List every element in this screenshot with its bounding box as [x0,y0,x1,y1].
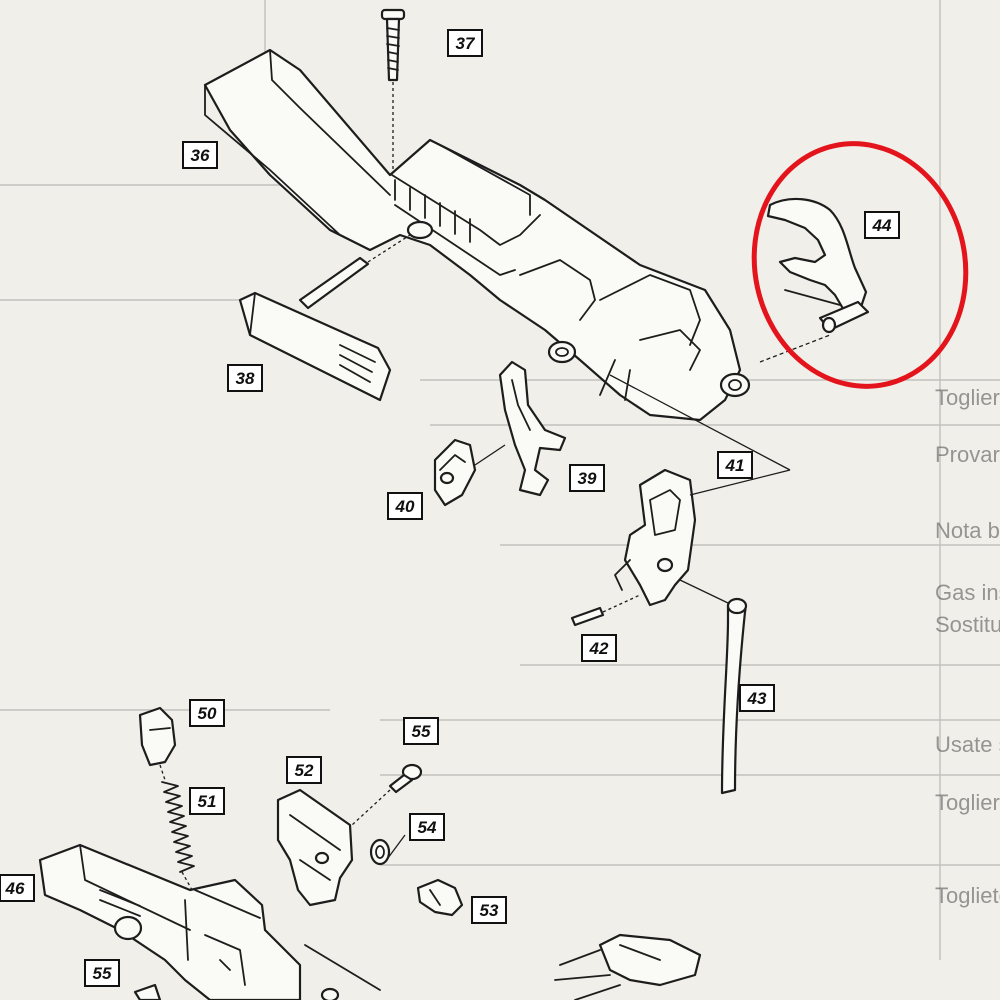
background-page: Toglierlo Provare bollente di sangue cal… [0,0,1000,960]
part-37-screw [380,8,406,180]
svg-text:55: 55 [93,964,112,983]
label-55-lower: 55 [84,959,120,987]
part-50-block [138,706,177,781]
label-55-upper: 55 [403,717,439,745]
part-46-lower-frame [38,843,381,1000]
label-39: 39 [569,464,605,492]
part-39-trigger-bar [498,360,567,497]
svg-text:54: 54 [418,818,437,837]
part-55-screw-upper [351,763,423,826]
bg-text-7: Toglierle gli agenti esterni dall'arma [935,790,1000,815]
part-52-plate [276,788,354,907]
part-43-spring-rod [679,579,748,795]
part-44-hook [766,197,870,334]
label-46: 46 [0,874,35,902]
svg-text:41: 41 [725,456,745,475]
label-36: 36 [182,141,218,169]
svg-text:52: 52 [295,761,314,780]
label-41: 41 [717,451,753,479]
part-41-hammer [609,374,791,607]
bg-text-8: Toglietele Toglietele le parti [935,883,1000,908]
svg-text:53: 53 [480,901,499,920]
svg-text:36: 36 [191,146,210,165]
bg-text-1: Toglierlo [935,385,1000,410]
bg-text-3: Nota bene: non reattivi fino a esaurimen… [935,518,1000,543]
svg-text:51: 51 [198,792,217,811]
label-38: 38 [227,364,263,392]
part-38-lever [238,234,411,402]
part-36-frame [203,48,831,422]
label-43: 43 [739,684,775,712]
part-40-catch [433,438,506,507]
highlight-ellipse [751,141,969,389]
svg-text:44: 44 [872,216,892,235]
svg-text:38: 38 [236,369,255,388]
part-53-knob [416,878,464,917]
label-37: 37 [447,29,483,57]
part-51-spring [161,781,195,891]
bg-text-5: Sostituire il carrello con quello origin… [935,612,1000,637]
label-40: 40 [387,492,423,520]
label-51: 51 [189,787,225,815]
label-42: 42 [581,634,617,662]
svg-text:42: 42 [589,639,609,658]
label-54: 54 [409,813,445,841]
bg-text-2: Provare bollente di sangue caldo o la va… [935,442,1000,467]
svg-text:40: 40 [395,497,415,516]
label-52: 52 [286,756,322,784]
svg-text:55: 55 [412,722,431,741]
bg-text-6: Usate solo Lubrificante [935,732,1000,757]
part-42-pin [570,594,641,627]
label-53: 53 [471,896,507,924]
svg-text:39: 39 [578,469,597,488]
svg-text:50: 50 [198,704,217,723]
svg-text:46: 46 [5,879,25,898]
svg-text:43: 43 [747,689,767,708]
svg-text:37: 37 [456,34,476,53]
part-labels: 37 36 38 39 40 41 42 43 [0,29,900,987]
label-44: 44 [864,211,900,239]
label-50: 50 [189,699,225,727]
part-54-bushing [369,834,406,866]
bg-text-4: Gas insufficiente a sollevare il carrell… [935,580,1000,605]
part-trigger-lower [554,933,702,1000]
